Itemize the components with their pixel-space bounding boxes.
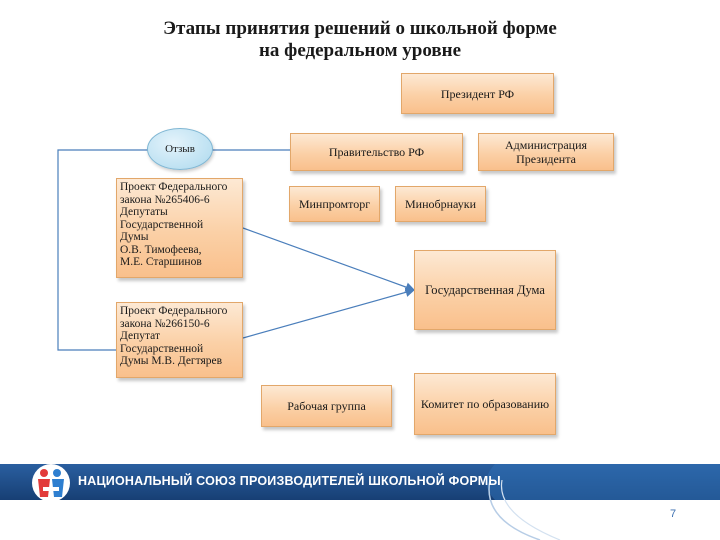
node-minobrnauki: Минобрнауки <box>395 186 486 222</box>
bill2-line-3: Депутат <box>120 330 160 342</box>
node-working-group: Рабочая группа <box>261 385 392 427</box>
footer-band <box>0 464 720 500</box>
bill1-line-6: О.В. Тимофеева, <box>120 243 202 256</box>
node-state-duma: Государственная Дума <box>414 250 556 330</box>
connector-feedback-bracket <box>57 149 148 351</box>
node-feedback-label: Отзыв <box>165 143 195 155</box>
node-president-label: Президент РФ <box>440 86 515 101</box>
node-minobrnauki-label: Минобрнауки <box>404 197 476 211</box>
bill1-line-3: Депутаты <box>120 206 168 218</box>
node-president: Президент РФ <box>401 73 554 114</box>
node-bill-266150: Проект Федерального закона №266150-6 Деп… <box>116 302 243 378</box>
node-state-duma-label: Государственная Дума <box>425 283 545 297</box>
union-logo-icon <box>32 464 70 502</box>
page-title: Этапы принятия решений о школьной форме … <box>0 18 720 62</box>
footer-org-name: НАЦИОНАЛЬНЫЙ СОЮЗ ПРОИЗВОДИТЕЛЕЙ ШКОЛЬНО… <box>78 474 501 488</box>
bill2-line-5: Думы М.В. Дегтярев <box>120 355 223 367</box>
bill2-line-2: закона №266150-6 <box>120 317 210 330</box>
node-government: Правительство РФ <box>290 133 463 171</box>
bill1-line-2: закона №265406-6 <box>120 193 210 206</box>
node-bill-265406: Проект Федерального закона №265406-6 Деп… <box>116 178 243 278</box>
bill1-line-5: Думы <box>120 231 149 243</box>
node-minpromtorg-label: Минпромторг <box>298 197 371 211</box>
connector-bill2-duma <box>242 287 416 339</box>
connector-bill1-duma <box>242 227 416 292</box>
node-education-committee: Комитет по образованию <box>414 373 556 435</box>
node-working-group-label: Рабочая группа <box>287 399 366 413</box>
bill2-line-4: Государственной <box>120 342 204 355</box>
node-administration: Администрация Президента <box>478 133 614 171</box>
title-line-2: на федеральном уровне <box>258 40 462 61</box>
node-minpromtorg: Минпромторг <box>289 186 380 222</box>
node-feedback: Отзыв <box>147 128 213 170</box>
bill1-line-1: Проект Федерального <box>120 181 228 193</box>
node-administration-label: Администрация Президента <box>504 138 588 166</box>
bill1-line-4: Государственной <box>120 218 204 231</box>
bill2-line-1: Проект Федерального <box>120 305 228 317</box>
footer-swoosh <box>488 480 561 540</box>
page-number: 7 <box>670 508 677 520</box>
title-line-1: Этапы принятия решений о школьной форме <box>163 18 557 39</box>
bill1-line-7: М.Е. Старшинов <box>120 256 202 268</box>
node-government-label: Правительство РФ <box>328 145 425 159</box>
node-education-committee-label: Комитет по образованию <box>420 397 550 411</box>
